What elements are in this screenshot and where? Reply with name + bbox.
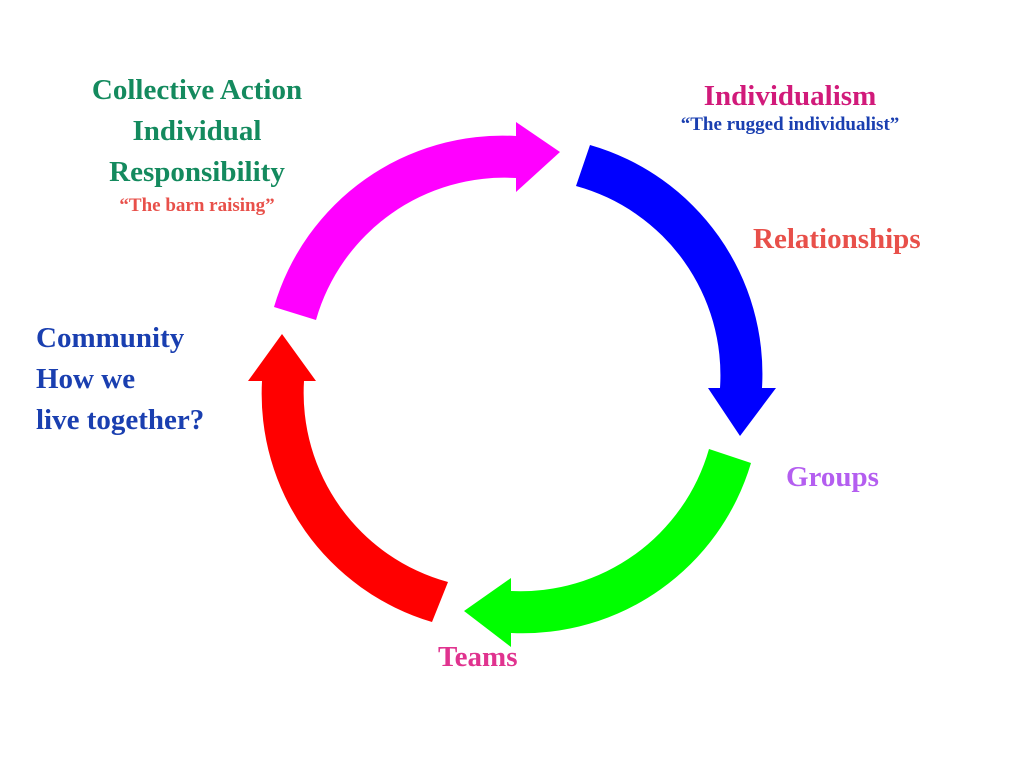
individual-line: Individual xyxy=(132,115,262,147)
responsibility-line: Responsibility xyxy=(109,156,285,188)
magenta-arrow xyxy=(274,122,560,320)
individualism-label: Individualism “The rugged individualist” xyxy=(640,80,940,138)
green-arrow xyxy=(464,449,751,647)
rugged-individualist-quote: “The rugged individualist” xyxy=(680,114,900,135)
blue-arrow xyxy=(576,145,776,436)
collective-action-label: Collective Action Individual Responsibil… xyxy=(62,70,332,219)
barn-raising-quote: “The barn raising” xyxy=(119,195,275,216)
individualism-title: Individualism xyxy=(703,80,877,112)
relationships-label: Relationships xyxy=(753,223,921,255)
teams-label: Teams xyxy=(438,641,518,673)
community-title: Community xyxy=(36,322,185,354)
red-arrow xyxy=(248,334,448,622)
live-together-line: live together? xyxy=(36,404,205,436)
groups-label: Groups xyxy=(786,461,879,493)
collective-action-title: Collective Action xyxy=(91,74,303,106)
community-label: Community How we live together? xyxy=(36,318,204,441)
how-we-line: How we xyxy=(36,363,136,395)
